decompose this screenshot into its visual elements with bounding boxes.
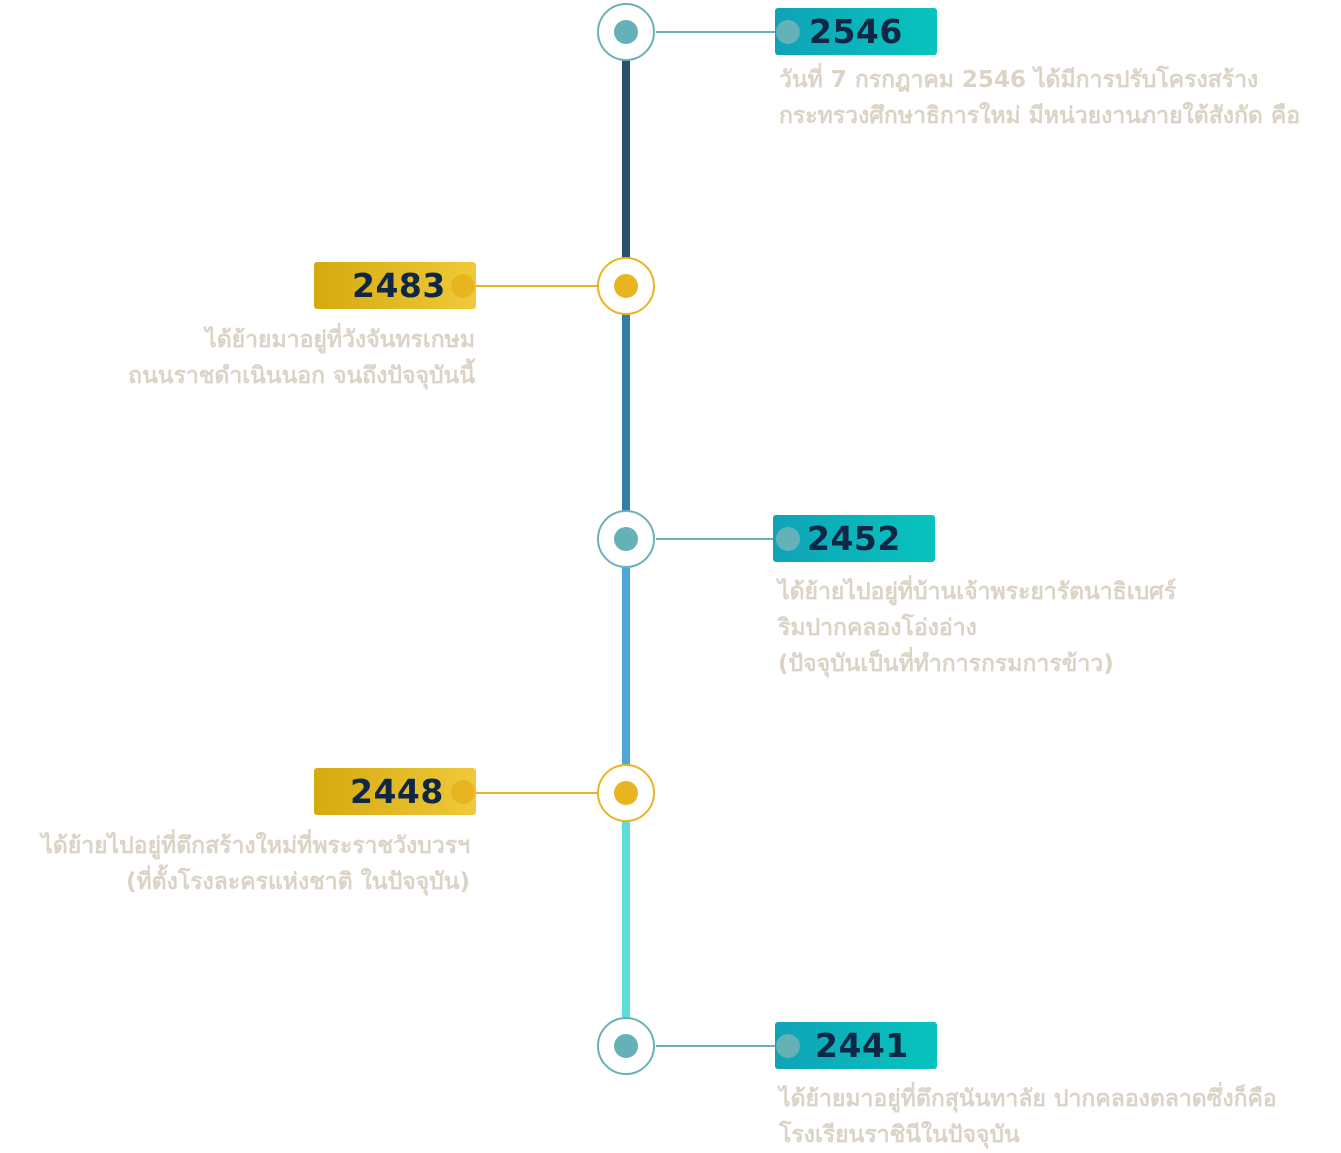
badge-dot <box>451 780 475 804</box>
timeline-axis-segment-lower <box>622 539 630 793</box>
description-line: กระทรวงศึกษาธิการใหม่ มีหน่วยงานภายใต้สั… <box>779 103 1301 129</box>
year-label: 2448 <box>350 772 444 811</box>
timeline-node-dot <box>614 274 638 298</box>
connector-line <box>656 1045 778 1047</box>
year-badge: 2448 <box>314 768 476 815</box>
description-line: ได้ย้ายไปอยู่ที่ตึกสร้างใหม่ที่พระราชวัง… <box>41 833 470 859</box>
badge-dot <box>451 274 475 298</box>
description-line: โรงเรียนราชินีในปัจจุบัน <box>779 1122 1020 1148</box>
description-line: ได้ย้ายมาอยู่ที่ตึกสุนันทาลัย ปากคลองตลา… <box>779 1086 1277 1112</box>
timeline-node-dot <box>614 20 638 44</box>
badge-dot <box>776 1034 800 1058</box>
year-label: 2441 <box>815 1026 909 1065</box>
event-description: ได้ย้ายไปอยู่ที่บ้านเจ้าพระยารัตนาธิเบศร… <box>778 574 1176 682</box>
year-badge: 2546 <box>775 8 937 55</box>
event-description: วันที่ 7 กรกฎาคม 2546 ได้มีการปรับโครงสร… <box>779 62 1300 134</box>
description-line: ถนนราชดำเนินนอก จนถึงปัจจุบันนี้ <box>128 363 475 389</box>
badge-dot <box>776 20 800 44</box>
timeline-node-dot <box>614 527 638 551</box>
timeline-node-dot <box>614 781 638 805</box>
connector-line <box>474 792 598 794</box>
description-line: ได้ย้ายไปอยู่ที่บ้านเจ้าพระยารัตนาธิเบศร… <box>778 579 1177 605</box>
year-label: 2546 <box>809 12 903 51</box>
year-label: 2452 <box>807 519 901 558</box>
timeline-axis-segment-upper <box>622 286 630 539</box>
timeline-axis-segment-bottom <box>622 793 630 1046</box>
description-line: (ที่ตั้งโรงละครแห่งชาติ ในปัจจุบัน) <box>126 869 470 895</box>
connector-line <box>656 31 778 33</box>
description-line: วันที่ 7 กรกฎาคม 2546 ได้มีการปรับโครงสร… <box>779 67 1259 93</box>
year-badge: 2441 <box>775 1022 937 1069</box>
badge-dot <box>776 527 800 551</box>
description-line: ได้ย้ายมาอยู่ที่วังจันทรเกษม <box>205 327 475 353</box>
year-badge: 2452 <box>773 515 935 562</box>
connector-line <box>656 538 776 540</box>
description-line: ริมปากคลองโอ่งอ่าง <box>778 615 977 641</box>
year-label: 2483 <box>352 266 446 305</box>
timeline-node-dot <box>614 1034 638 1058</box>
connector-line <box>474 285 598 287</box>
event-description: ได้ย้ายไปอยู่ที่ตึกสร้างใหม่ที่พระราชวัง… <box>41 828 470 900</box>
event-description: ได้ย้ายมาอยู่ที่วังจันทรเกษม ถนนราชดำเนิ… <box>128 322 475 394</box>
event-description: ได้ย้ายมาอยู่ที่ตึกสุนันทาลัย ปากคลองตลา… <box>779 1081 1277 1153</box>
year-badge: 2483 <box>314 262 476 309</box>
description-line: (ปัจจุบันเป็นที่ทำการกรมการข้าว) <box>778 651 1114 677</box>
timeline-axis-segment-top <box>622 32 630 286</box>
